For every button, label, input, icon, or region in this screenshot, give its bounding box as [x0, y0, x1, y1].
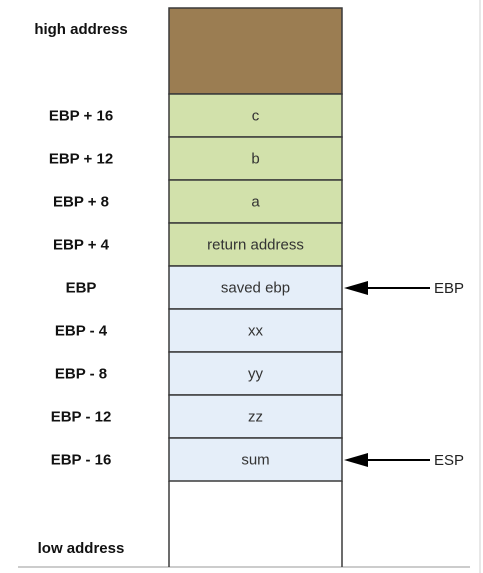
stack-cell [168, 93, 343, 138]
esp-pointer: ESP [344, 452, 464, 469]
stack-cell-content: a [251, 194, 260, 211]
ebp-pointer: EBP [344, 280, 464, 297]
offset-label: EBP - 4 [55, 323, 108, 340]
offset-label: EBP - 8 [55, 366, 107, 383]
offset-labels: EBP + 16 EBP + 12 EBP + 8 EBP + 4 EBP EBP - 4… [49, 108, 113, 469]
offset-label: EBP + 8 [53, 194, 109, 211]
offset-label: EBP + 4 [53, 237, 110, 254]
high-address-label: high address [34, 21, 127, 38]
stack-cell-content: saved ebp [221, 280, 290, 297]
ebp-arrow-head [344, 281, 368, 295]
stack-cell [168, 351, 343, 396]
stack-cell [168, 179, 343, 224]
stack-cell [168, 437, 343, 482]
stack-cell-content: b [251, 151, 259, 168]
offset-label: EBP + 12 [49, 151, 113, 168]
stack-cell [168, 265, 343, 310]
stack-cell [168, 222, 343, 267]
stack-cell-content: return address [207, 237, 304, 254]
stack-cell [168, 308, 343, 353]
caller-frame-block [168, 7, 343, 95]
stack-cells: c b a return address saved ebp xx yy zz sum [168, 93, 343, 482]
stack-cell-content: c [252, 108, 260, 125]
stack-cell-content: zz [248, 409, 263, 426]
offset-label: EBP - 12 [51, 409, 112, 426]
stack-cell-content: sum [241, 452, 269, 469]
stack-cell [168, 136, 343, 181]
stack-cell-content: yy [248, 366, 264, 383]
offset-label: EBP + 16 [49, 108, 113, 125]
offset-label: EBP [66, 280, 97, 297]
esp-arrow-head [344, 453, 368, 467]
offset-label: EBP - 16 [51, 452, 112, 469]
esp-pointer-label: ESP [434, 452, 464, 469]
low-address-label: low address [38, 540, 125, 557]
ebp-pointer-label: EBP [434, 280, 464, 297]
stack-cell-content: xx [248, 323, 264, 340]
